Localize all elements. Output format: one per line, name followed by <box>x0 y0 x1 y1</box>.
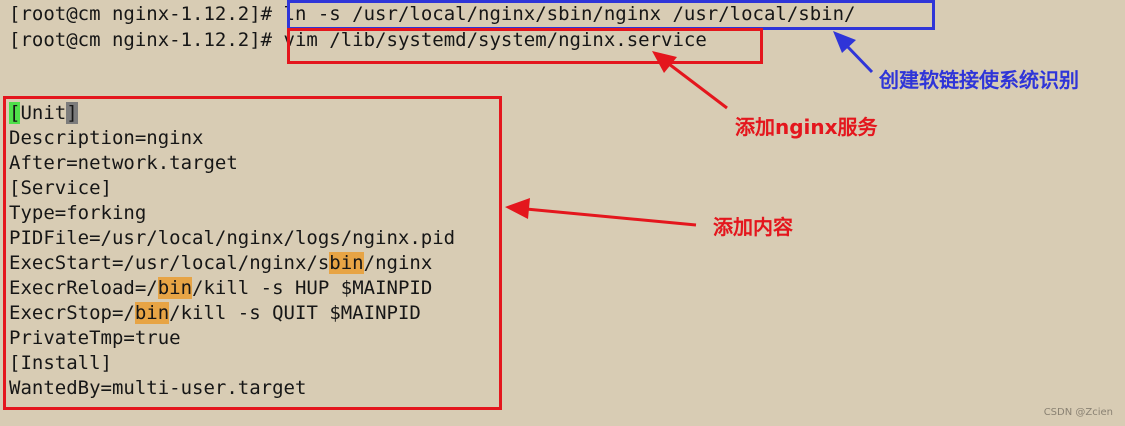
text-segment: /kill -s QUIT $MAINPID <box>169 302 421 324</box>
command-text: ln -s /usr/local/nginx/sbin/nginx /usr/l… <box>272 3 856 25</box>
file-line-type: Type=forking <box>9 202 147 224</box>
vim-command-box <box>287 28 763 64</box>
search-highlight: bin <box>134 302 170 324</box>
file-line-execstart: ExecStart=/usr/local/nginx/sbin/nginx <box>9 251 432 276</box>
command-text: vim /lib/systemd/system/nginx.service <box>272 29 707 51</box>
shell-prompt: [root@cm nginx-1.12.2]# <box>9 3 273 25</box>
command-line-ln: [root@cm nginx-1.12.2]# ln -s /usr/local… <box>9 2 856 27</box>
file-line-service: [Service] <box>9 177 112 199</box>
add-content-annotation: 添加内容 <box>713 215 793 239</box>
file-line-after: After=network.target <box>9 152 238 174</box>
add-service-annotation: 添加nginx服务 <box>735 115 878 139</box>
blue-arrow-icon <box>833 31 874 74</box>
command-line-vim: [root@cm nginx-1.12.2]# vim /lib/systemd… <box>9 28 707 53</box>
search-highlight: bin <box>329 252 364 274</box>
search-highlight: bin <box>157 277 193 299</box>
cursor-block: [ <box>9 102 21 124</box>
service-content-box <box>3 96 502 410</box>
text-segment: /kill -s HUP $MAINPID <box>192 277 433 299</box>
text-segment: /nginx <box>363 252 433 274</box>
text-segment: ExecrStop=/ <box>9 302 135 324</box>
symlink-command-box <box>287 0 935 30</box>
matching-bracket: ] <box>66 102 78 124</box>
text-segment: ExecStart=/usr/local/nginx/s <box>9 252 330 274</box>
file-line-execreload: ExecrReload=/bin/kill -s HUP $MAINPID <box>9 276 432 301</box>
section-word: Unit <box>20 102 67 124</box>
file-line-privatetmp: PrivateTmp=true <box>9 327 181 349</box>
symlink-annotation: 创建软链接使系统识别 <box>879 68 1079 92</box>
shell-prompt: [root@cm nginx-1.12.2]# <box>9 29 273 51</box>
file-line-install: [Install] <box>9 352 112 374</box>
text-segment: ExecrReload=/ <box>9 277 158 299</box>
file-line-description: Description=nginx <box>9 127 204 149</box>
file-line-execstop: ExecrStop=/bin/kill -s QUIT $MAINPID <box>9 301 421 326</box>
file-line-wantedby: WantedBy=multi-user.target <box>9 377 307 399</box>
watermark: CSDN @Zcien <box>1043 407 1113 418</box>
file-line-unit: [Unit] <box>9 101 78 126</box>
red-arrow-content-icon <box>505 198 697 227</box>
file-line-pidfile: PIDFile=/usr/local/nginx/logs/nginx.pid <box>9 227 456 249</box>
